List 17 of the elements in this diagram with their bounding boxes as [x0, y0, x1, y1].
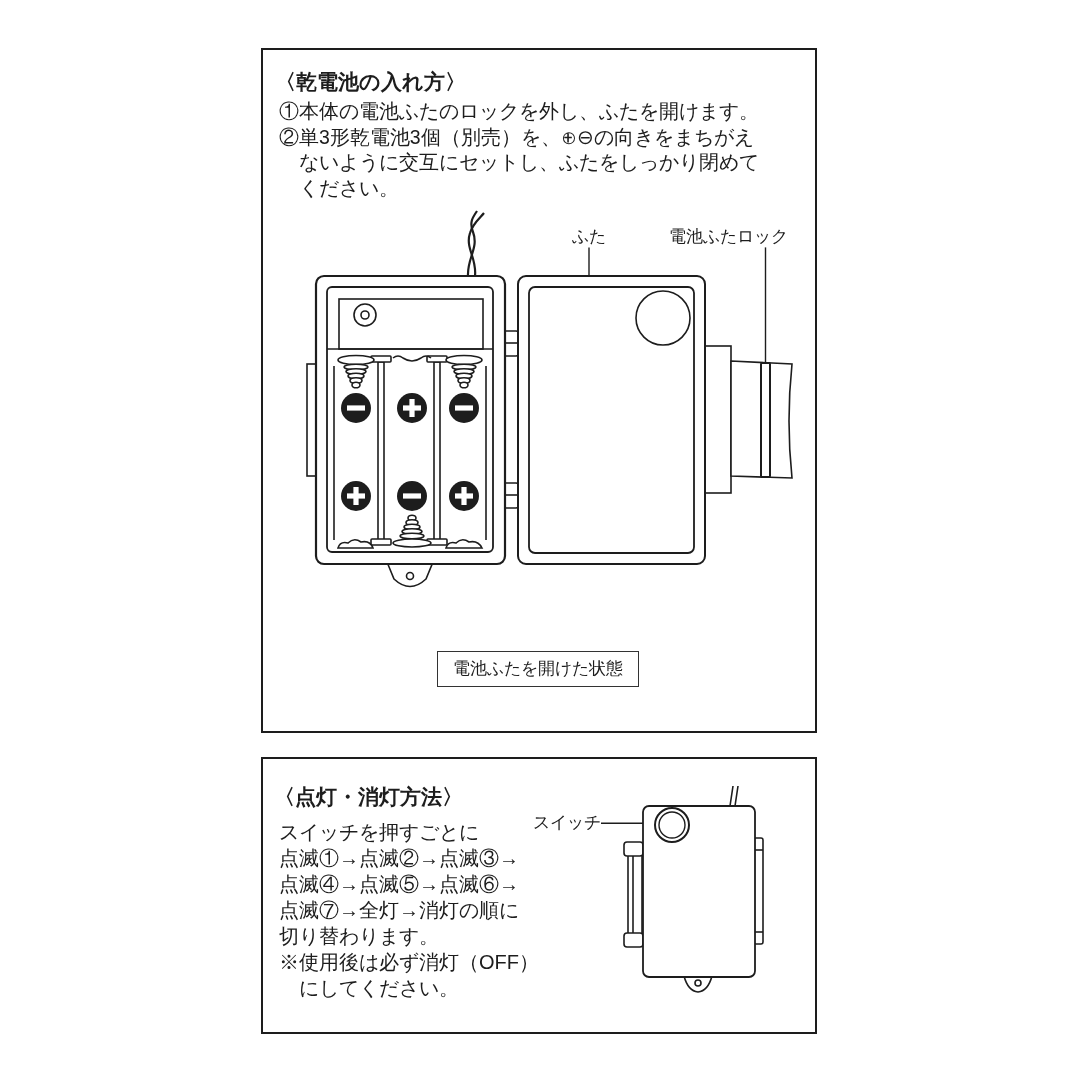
instruction-text: スイッチを押すごとに点滅①→点滅②→点滅③→点滅④→点滅⑤→点滅⑥→点滅⑦→全灯→消灯の順に切り替わります。 [279, 820, 520, 949]
instruction-panel [261, 757, 817, 1034]
instruction-text: ①本体の電池ふたのロックを外し、ふたを開けます。 [279, 99, 760, 124]
lock-ring [760, 362, 771, 478]
leader-line [588, 246, 590, 277]
callout-label: 電池ふたロック [669, 227, 788, 248]
note-text: ※使用後は必ず消灯（OFF）にしてください。 [279, 950, 540, 1001]
leader-line [764, 246, 767, 364]
instruction-text: ②単3形乾電池3個（別売）を、⊕⊖の向きをまちがえないように交互にセットし、ふたをしっかり閉めてください。 [279, 124, 760, 201]
state-caption: 電池ふたを開けた状態 [437, 651, 639, 687]
callout-label: スイッチ [533, 813, 601, 834]
section-heading: 〈乾電池の入れ方〉 [275, 69, 466, 95]
section-heading: 〈点灯・消灯方法〉 [274, 784, 463, 810]
instruction-panel [261, 48, 817, 733]
callout-label: ふた [572, 227, 606, 248]
battery-lid [517, 275, 706, 565]
push-switch [654, 807, 690, 843]
